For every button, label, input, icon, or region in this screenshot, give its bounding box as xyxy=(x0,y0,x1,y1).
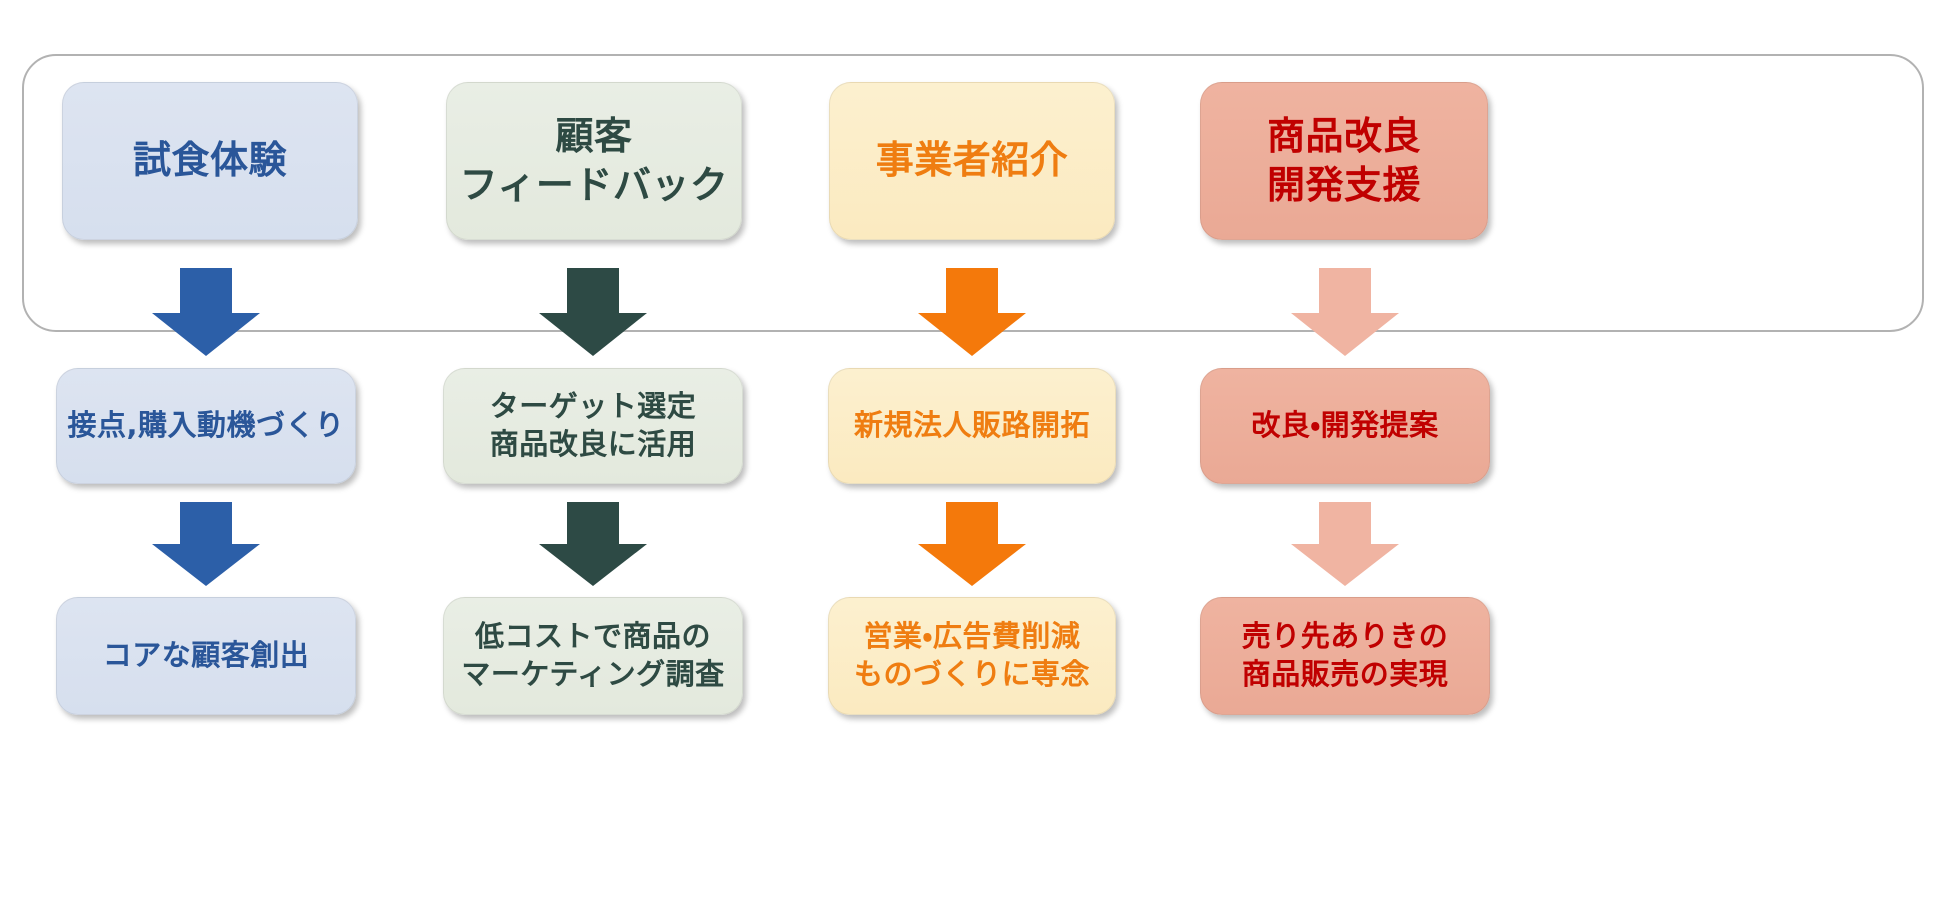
arrow-shaft xyxy=(946,268,998,313)
arrow-shaft xyxy=(1319,502,1371,544)
arrow-head xyxy=(1291,544,1399,586)
arrow-shaft xyxy=(180,502,232,544)
arrow-head xyxy=(539,313,647,356)
arrow-head xyxy=(918,313,1026,356)
node-core-customer-creation[interactable]: コアな顧客創出 xyxy=(56,597,356,715)
arrow-down-product-1 xyxy=(1291,268,1399,356)
arrow-head xyxy=(152,313,260,356)
arrow-head xyxy=(1291,313,1399,356)
arrow-down-tasting-2 xyxy=(152,502,260,586)
node-customer-feedback[interactable]: 顧客 フィードバック xyxy=(446,82,742,240)
node-new-corporate-channel[interactable]: 新規法人販路開拓 xyxy=(828,368,1116,484)
node-tasting-experience[interactable]: 試食体験 xyxy=(62,82,358,240)
node-cost-reduction-focus[interactable]: 営業・広告費削減 ものづくりに専念 xyxy=(828,597,1116,715)
node-target-selection[interactable]: ターゲット選定 商品改良に活用 xyxy=(443,368,743,484)
node-low-cost-marketing[interactable]: 低コストで商品の マーケティング調査 xyxy=(443,597,743,715)
arrow-shaft xyxy=(567,502,619,544)
arrow-head xyxy=(539,544,647,586)
arrow-down-feedback-1 xyxy=(539,268,647,356)
arrow-down-product-2 xyxy=(1291,502,1399,586)
arrow-shaft xyxy=(946,502,998,544)
node-product-improvement[interactable]: 商品改良 開発支援 xyxy=(1200,82,1488,240)
node-business-introduction[interactable]: 事業者紹介 xyxy=(829,82,1115,240)
arrow-shaft xyxy=(180,268,232,313)
node-contact-purchase-motive[interactable]: 接点,購入動機づくり xyxy=(56,368,356,484)
arrow-down-tasting-1 xyxy=(152,268,260,356)
node-guaranteed-sales[interactable]: 売り先ありきの 商品販売の実現 xyxy=(1200,597,1490,715)
arrow-shaft xyxy=(567,268,619,313)
arrow-shaft xyxy=(1319,268,1371,313)
arrow-down-business-1 xyxy=(918,268,1026,356)
arrow-head xyxy=(918,544,1026,586)
arrow-head xyxy=(152,544,260,586)
node-improvement-proposal[interactable]: 改良・開発提案 xyxy=(1200,368,1490,484)
arrow-down-feedback-2 xyxy=(539,502,647,586)
arrow-down-business-2 xyxy=(918,502,1026,586)
